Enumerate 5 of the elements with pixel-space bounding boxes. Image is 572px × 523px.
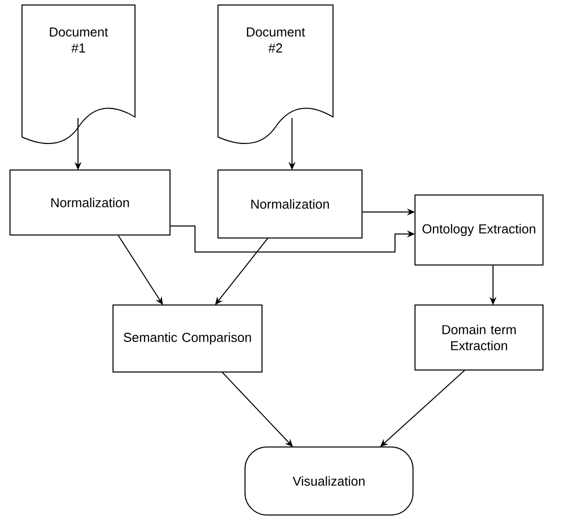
process-box: Semantic Comparison: [112, 304, 262, 372]
process-box: Normalization: [10, 170, 170, 236]
process-box: Domain term Extraction: [414, 304, 544, 370]
process-box: Normalization: [218, 170, 362, 238]
process-box: Ontology Extraction: [414, 194, 544, 266]
